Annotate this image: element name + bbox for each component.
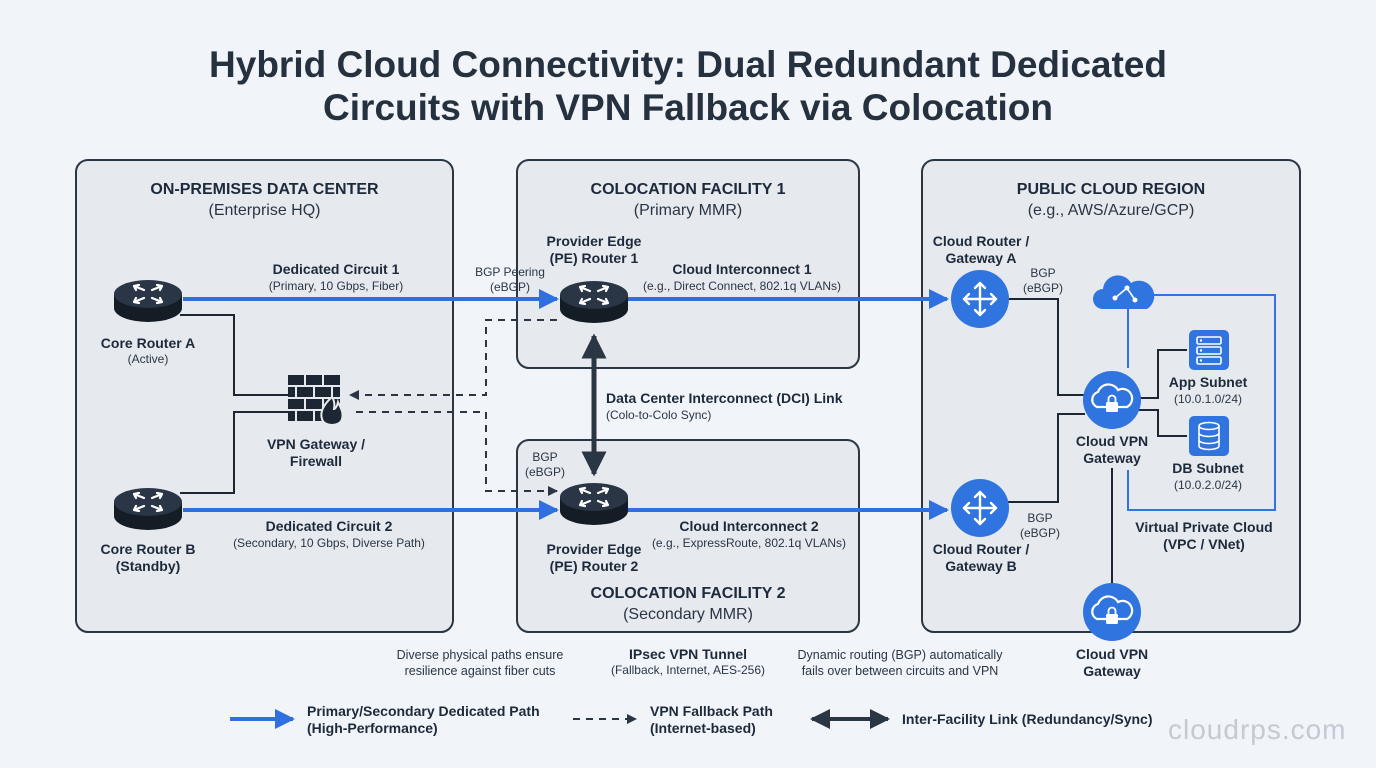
bgp-peering-label: BGP Peering [475,265,545,279]
colo2-subheading: (Secondary MMR) [623,606,753,623]
cloud-interconnect-2-details: (e.g., ExpressRoute, 802.1q VLANs) [651,536,847,550]
dedicated-circuit-1-details: (Primary, 10 Gbps, Fiber) [268,279,404,293]
core-router-a-label: Core Router A [100,335,196,351]
bgp-pe2-sub: (eBGP) [524,465,565,479]
bgp-peering-sub: (eBGP) [489,280,530,294]
ipsec-tunnel-label: IPsec VPN Tunnel [629,646,747,662]
pe-router-2-label-line-2: (PE) Router 2 [549,558,639,574]
db-subnet-cidr: (10.0.2.0/24) [1173,478,1243,492]
cloud-vpn-gateway-1-label-line-2: Gateway [1083,450,1141,466]
cloud-interconnect-1-label: Cloud Interconnect 1 [672,261,812,277]
onprem-subheading: (Enterprise HQ) [208,202,321,219]
cloud-vpn-gateway-2-label-line-2: Gateway [1083,663,1141,679]
bgp-cr-b-label: BGP [1027,511,1053,525]
cloud-internal-links [1005,298,1187,584]
onprem-internal-links [180,314,290,494]
app-subnet-cidr: (10.0.1.0/24) [1173,392,1243,406]
pe-router-2-label-line-1: Provider Edge [546,541,642,557]
core-router-b-label: Core Router B [100,541,196,557]
cloud-vpn-gateway-1-label-line-1: Cloud VPN [1075,433,1149,449]
vpn-fallback-lines [349,319,558,496]
colo2-heading: COLOCATION FACILITY 2 [590,585,786,602]
bgp-pe2-label: BGP [532,450,558,464]
pe-router-1-icon [558,279,630,325]
vpc-label-line-1: Virtual Private Cloud [1135,519,1273,535]
firewall-label-line-2: Firewall [289,453,343,469]
cloud-router-a-label-line-1: Cloud Router / [932,233,1030,249]
cloud-interconnect-2-label: Cloud Interconnect 2 [679,518,819,534]
firewall-label-line-1: VPN Gateway / [266,436,366,452]
cloud-interconnect-1-details: (e.g., Direct Connect, 802.1q VLANs) [642,279,842,293]
bgp-cr-a-sub: (eBGP) [1022,281,1063,295]
legend-vpn-label-line-2: (Internet-based) [650,720,756,736]
colo1-heading: COLOCATION FACILITY 1 [590,181,786,198]
bgp-cr-b-sub: (eBGP) [1019,526,1060,540]
cloud-subheading: (e.g., AWS/Azure/GCP) [1027,202,1195,219]
cloud-vpn-gateway-2-icon [1081,581,1143,643]
cloud-heading: PUBLIC CLOUD REGION [1016,181,1206,198]
pe-router-2-icon [558,481,630,527]
note-dynamic-line-1: Dynamic routing (BGP) automatically [797,648,1003,662]
ipsec-tunnel-sub: (Fallback, Internet, AES-256) [610,663,766,677]
note-diverse-line-2: resilience against fiber cuts [404,664,556,678]
db-subnet-label: DB Subnet [1172,460,1244,476]
diagram-title-line-2: Circuits with VPN Fallback via Colocatio… [323,87,1053,128]
dedicated-circuit-1-label: Dedicated Circuit 1 [272,261,400,277]
pe-router-1-label-line-1: Provider Edge [546,233,642,249]
flame-icon [320,395,344,426]
vpc-label-line-2: (VPC / VNet) [1163,536,1245,552]
legend-inter-facility-label: Inter-Facility Link (Redundancy/Sync) [902,711,1153,727]
cloud-vpn-gateway-1-icon [1081,369,1143,431]
app-subnet-label: App Subnet [1168,374,1248,390]
dedicated-circuit-2-label: Dedicated Circuit 2 [265,518,393,534]
onprem-heading: ON-PREMISES DATA CENTER [150,181,379,198]
colo1-subheading: (Primary MMR) [633,202,743,219]
core-router-a-icon [112,278,184,324]
bgp-cr-a-label: BGP [1030,266,1056,280]
cloud-network-icon [1093,275,1155,309]
cloud-router-b-label-line-1: Cloud Router / [932,541,1030,557]
legend-dedicated-label-line-1: Primary/Secondary Dedicated Path [307,703,540,719]
cloud-router-a-label-line-2: Gateway A [945,250,1017,266]
dci-link-label: Data Center Interconnect (DCI) Link [606,390,843,406]
firewall-brick-icon [288,375,344,426]
watermark: cloudrps.com [1168,714,1347,745]
dci-link-sub: (Colo-to-Colo Sync) [606,408,712,422]
cloud-vpn-gateway-2-label-line-1: Cloud VPN [1075,646,1149,662]
cloud-router-b-icon [949,477,1011,539]
core-router-a-status: (Active) [127,352,169,366]
diagram-title-line-1: Hybrid Cloud Connectivity: Dual Redundan… [209,44,1167,85]
note-dynamic-line-2: fails over between circuits and VPN [801,664,999,678]
legend-vpn-label-line-1: VPN Fallback Path [650,703,773,719]
vpc-boundary [1127,294,1276,511]
legend-dedicated-label-line-2: (High-Performance) [307,720,438,736]
database-icon [1189,416,1229,456]
pe-router-1-label-line-2: (PE) Router 1 [549,250,639,266]
server-icon [1189,330,1229,370]
cloud-router-b-label-line-2: Gateway B [945,558,1017,574]
core-router-b-icon [112,486,184,532]
core-router-b-status: (Standby) [115,558,181,574]
note-diverse-line-1: Diverse physical paths ensure [396,648,564,662]
cloud-router-a-icon [949,268,1011,330]
dedicated-circuit-2-details: (Secondary, 10 Gbps, Diverse Path) [233,536,425,550]
